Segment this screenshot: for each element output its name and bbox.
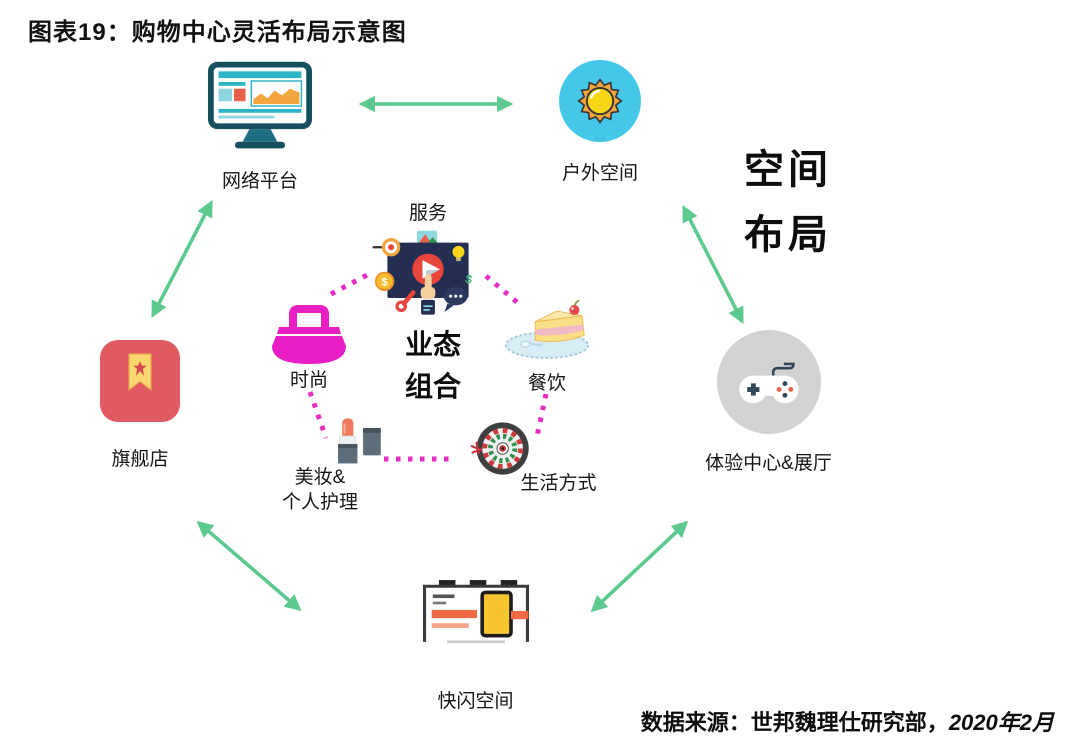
beauty-label-line2: 个人护理 xyxy=(281,491,358,513)
outdoor-space-label: 户外空间 xyxy=(561,163,638,184)
svg-text:$: $ xyxy=(382,277,388,289)
center-title-line1: 业态 xyxy=(404,329,461,360)
dartboard-icon xyxy=(470,419,532,478)
handbag-icon xyxy=(266,296,352,368)
flagship-store-label: 旗舰店 xyxy=(111,449,169,470)
gamepad-icon xyxy=(716,330,821,434)
page-title: 图表19：购物中心灵活布局示意图 xyxy=(28,19,407,46)
arrow-popup-experience xyxy=(590,520,689,613)
node-popup-space: 快闪空间 xyxy=(398,578,553,713)
floorplan-icon xyxy=(422,580,529,644)
space-layout-line1: 空间 xyxy=(744,148,832,192)
svg-text:$: $ xyxy=(464,272,474,287)
lipstick-icon xyxy=(326,415,384,470)
center-title-line2: 组合 xyxy=(404,371,461,402)
bookmark-icon xyxy=(100,340,180,422)
dotted-link-service-fnb xyxy=(484,274,520,305)
monitor-icon xyxy=(207,61,313,149)
service-label: 服务 xyxy=(408,203,447,224)
node-outdoor-space: 户外空间 xyxy=(540,60,660,185)
dotted-link-fashion-service xyxy=(329,270,373,297)
arrow-flagship-popup xyxy=(196,520,302,612)
beauty-label-line1: 美妆& xyxy=(294,467,346,488)
node-experience-center: 体验中心&展厅 xyxy=(676,330,861,475)
lifestyle-label: 生活方式 xyxy=(520,473,597,494)
experience-center-label: 体验中心&展厅 xyxy=(705,453,832,474)
source-date: 2020年2月 xyxy=(948,710,1054,735)
service-icon: $ $ xyxy=(366,226,490,322)
center-title: 业态 组合 xyxy=(378,324,488,408)
dotted-link-beauty-fashion xyxy=(307,391,329,439)
node-online-platform: 网络平台 xyxy=(185,60,335,193)
fnb-label: 餐饮 xyxy=(527,373,566,394)
arrow-outdoor-experience xyxy=(682,205,744,324)
arrow-online-flagship xyxy=(151,200,213,318)
popup-space-label: 快闪空间 xyxy=(437,691,514,712)
cake-icon xyxy=(502,300,592,363)
space-layout-line2: 布局 xyxy=(744,212,832,257)
fashion-label: 时尚 xyxy=(289,370,328,391)
dotted-link-fnb-lifestyle xyxy=(533,393,549,442)
online-platform-label: 网络平台 xyxy=(221,171,298,192)
source-note: 数据来源：世邦魏理仕研究部，2020年2月 xyxy=(641,705,1054,737)
space-layout-title: 空间 布局 xyxy=(718,138,858,268)
sun-icon xyxy=(559,60,641,142)
beauty-label: 美妆& 个人护理 xyxy=(262,466,378,515)
node-flagship-store: 旗舰店 xyxy=(80,340,200,471)
source-prefix: 数据来源：世邦魏理仕研究部， xyxy=(640,710,949,735)
